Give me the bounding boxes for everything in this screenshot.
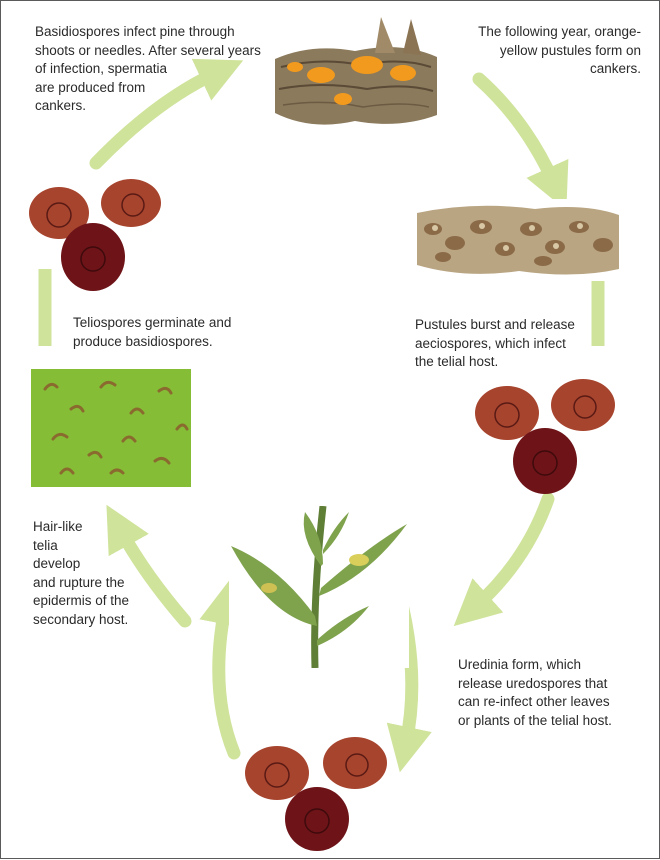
- pine-bark-canker-icon: [271, 17, 439, 135]
- caption-telia-develop: Hair-like telia develop and rupture the …: [33, 518, 183, 629]
- bark-pustules-icon: [415, 199, 621, 281]
- spore-cluster-icon: [25, 173, 165, 295]
- leaf-telia-icon: [31, 369, 191, 487]
- arrow-cankers-to-pustules: [479, 79, 554, 183]
- caption-pustules-burst: Pustules burst and release aeciospores, …: [415, 316, 615, 372]
- host-plant-icon: [229, 506, 409, 668]
- caption-uredinia-form: Uredinia form, which release uredospores…: [458, 656, 658, 730]
- caption-pustules-form: The following year, orange- yellow pustu…: [441, 23, 641, 79]
- caption-basidiospores-infect-pine: Basidiospores infect pine through shoots…: [35, 23, 275, 116]
- caption-teliospores-germinate: Teliospores germinate and produce basidi…: [73, 314, 263, 351]
- spore-cluster-icon: [241, 731, 393, 853]
- spore-cluster-icon: [471, 373, 619, 497]
- arrow-aeciospores-to-uredinia: [476, 499, 548, 606]
